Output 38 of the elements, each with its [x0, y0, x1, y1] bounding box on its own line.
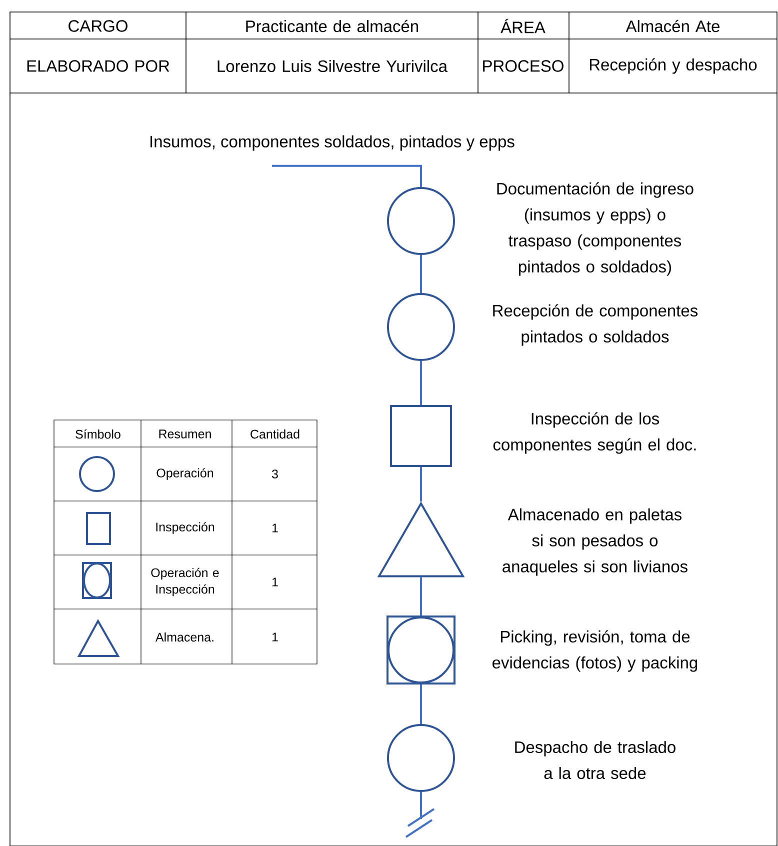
circle-symbol — [387, 187, 455, 255]
header-cell: PROCESO — [483, 60, 564, 72]
table-cell: Inspección — [156, 522, 214, 534]
flow-line — [272, 164, 422, 187]
table-cell: Operación — [156, 468, 213, 480]
header-cell: Practicante de almacén — [246, 20, 418, 32]
table-cell: 3 — [272, 470, 278, 478]
step-description: Picking, revisión, toma de evidencias (fotos) y packing — [492, 630, 698, 672]
step-description: Almacenado en paletas si son pesados o anaqueles si son livianos — [502, 508, 688, 576]
table-cell: Operación e Inspección — [151, 568, 219, 596]
header-cell: ÁREA — [500, 18, 546, 34]
flow-line — [420, 577, 422, 616]
table-cell: Resumen — [159, 430, 211, 438]
circle-symbol — [387, 724, 455, 792]
flow-line — [420, 467, 422, 502]
flow-end-line — [405, 791, 435, 838]
table-cell: Cantidad — [250, 429, 300, 439]
table-cell: 1 — [272, 524, 278, 532]
table-cell: Símbolo — [76, 429, 120, 439]
step-description: Despacho de traslado a la otra sede — [515, 740, 676, 780]
input-text: Insumos, componentes soldados, pintados y epps — [150, 135, 514, 151]
step-description: Recepción de componentes pintados o soldados — [493, 304, 698, 346]
flow-line — [420, 255, 422, 293]
step-description: Documentación de ingreso (insumos y epps) o traspaso (componentes pintados o soldados) — [497, 182, 694, 276]
flow-line — [420, 361, 422, 405]
table-cell: 1 — [272, 578, 278, 586]
square-symbol — [390, 405, 452, 467]
table-cell: 1 — [272, 632, 278, 642]
flow-line — [420, 684, 422, 724]
header-cell: Lorenzo Luis Silvestre Yurivilca — [218, 60, 448, 72]
table-cell: Almacena. — [156, 632, 214, 642]
header-cell: CARGO — [68, 20, 128, 32]
circle-symbol — [387, 293, 455, 361]
header-cell: Recepción y despacho — [590, 58, 757, 74]
header-cell: Almacén Ate — [626, 20, 720, 32]
header-cell: ELABORADO POR — [27, 60, 170, 72]
square-circle-symbol — [386, 616, 456, 684]
step-description: Inspección de los componentes según el doc. — [493, 412, 696, 454]
